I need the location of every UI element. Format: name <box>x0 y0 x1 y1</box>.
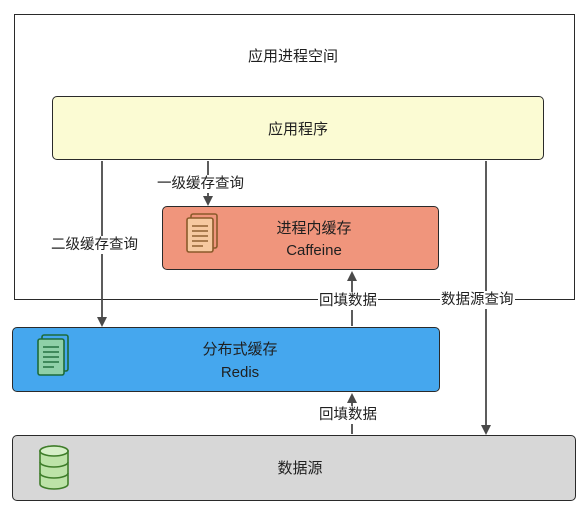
data-source-label: 数据源 <box>277 459 323 477</box>
database-icon <box>39 445 69 490</box>
distributed-cache-label: 分布式缓存 <box>202 340 278 358</box>
distributed-cache-node <box>12 327 440 392</box>
l1-query-label: 一级缓存查询 <box>156 175 245 193</box>
backfill-local-label: 回填数据 <box>318 292 378 310</box>
application-node <box>52 96 544 160</box>
l2-query-label: 二级缓存查询 <box>50 236 139 254</box>
source-query-label: 数据源查询 <box>440 291 515 309</box>
application-label: 应用程序 <box>267 120 329 138</box>
distributed-cache-sublabel: Redis <box>220 364 260 381</box>
document-icon <box>186 213 218 253</box>
process-space-label: 应用进程空间 <box>247 47 339 65</box>
document-icon <box>37 334 69 376</box>
backfill-redis-label: 回填数据 <box>318 406 378 424</box>
local-cache-label: 进程内缓存 <box>276 219 352 237</box>
local-cache-sublabel: Caffeine <box>286 242 342 259</box>
data-source-node <box>12 435 576 501</box>
